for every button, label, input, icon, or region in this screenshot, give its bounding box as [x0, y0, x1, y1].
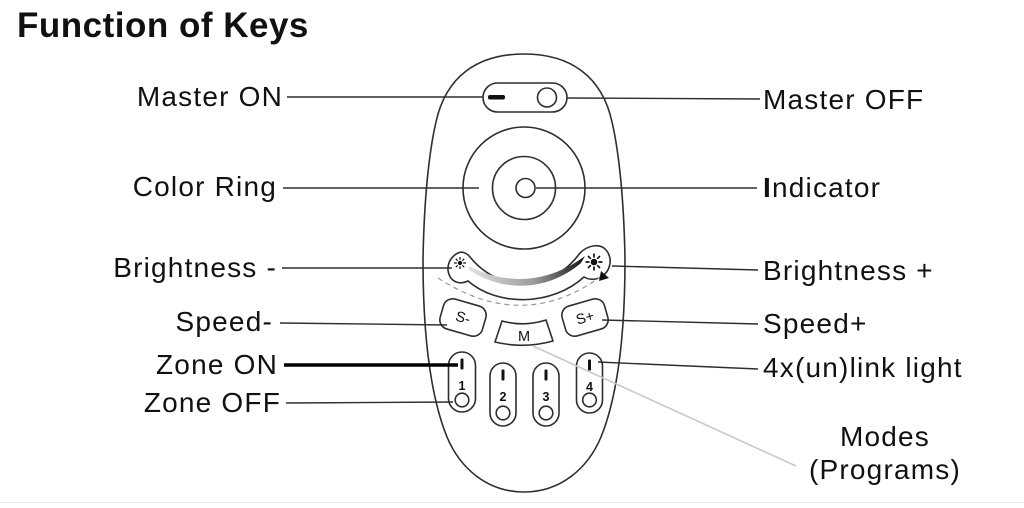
speed-minus-button: S-	[439, 297, 487, 338]
brightness-slider	[447, 244, 611, 301]
master-off-icon	[536, 87, 558, 108]
master-on-icon	[488, 95, 505, 100]
page-title: Function of Keys	[17, 6, 309, 45]
brightness-plus-connector	[611, 265, 759, 271]
zone-button-3: 3	[532, 362, 560, 427]
label-indicator-initial: I	[763, 172, 772, 203]
indicator-led	[515, 177, 536, 199]
link-light-connector	[597, 361, 759, 370]
zone-off-icon	[538, 405, 554, 421]
modes-connector	[532, 345, 797, 467]
zone-on-icon	[588, 359, 591, 371]
label-zone-off: Zone OFF	[143, 387, 281, 418]
master-off-connector	[566, 97, 761, 100]
zone-off-icon	[495, 405, 511, 421]
label-zone-on: Zone ON	[156, 349, 278, 380]
zone-button-1: 1	[447, 351, 477, 413]
zone-button-2: 2	[489, 362, 517, 427]
zone-number: 4	[586, 380, 593, 394]
dashed-guide-arrow-icon	[599, 271, 609, 281]
dim-sun-icon	[454, 257, 466, 269]
label-master-off: Master OFF	[763, 84, 925, 115]
brightness-dashed-guide	[437, 274, 604, 306]
zone-number: 1	[459, 379, 466, 393]
speed-plus-button: S+	[561, 297, 609, 338]
label-brightness-minus: Brightness -	[113, 252, 277, 283]
label-indicator-rest: ndicator	[771, 172, 882, 203]
zone-button-4: 4	[575, 352, 604, 414]
brightness-gradient-swoosh	[469, 256, 585, 286]
label-modes-line2: (Programs)	[808, 454, 961, 485]
label-color-ring: Color Ring	[132, 171, 277, 202]
label-speed-plus: Speed+	[763, 308, 868, 339]
zone-off-connector	[285, 401, 454, 404]
bright-sun-icon	[585, 253, 603, 271]
zone-number: 2	[500, 390, 507, 404]
speed-minus-connector	[279, 322, 448, 326]
mode-button-label: M	[518, 329, 530, 345]
speed-minus-button-label: S-	[454, 309, 473, 328]
label-speed-minus: Speed-	[175, 306, 273, 337]
speed-plus-connector	[601, 319, 759, 325]
label-modes: Modes (Programs)	[760, 420, 1010, 486]
page-bottom-rule	[0, 502, 1024, 503]
label-master-on: Master ON	[136, 81, 283, 112]
zone-number: 3	[543, 390, 550, 404]
zone-on-icon	[501, 369, 505, 381]
label-indicator: Indicator	[763, 172, 881, 204]
remote-body-outline	[422, 53, 626, 493]
label-modes-line1: Modes	[839, 421, 931, 452]
zone-on-icon	[544, 369, 548, 381]
label-brightness-plus: Brightness +	[763, 255, 934, 286]
mode-button: M	[494, 319, 554, 347]
zone-off-icon	[581, 392, 598, 408]
speed-plus-button-label: S+	[574, 308, 596, 328]
zone-on-icon	[460, 358, 464, 370]
label-link-light: 4x(un)link light	[763, 352, 963, 383]
zone-off-icon	[454, 392, 470, 408]
